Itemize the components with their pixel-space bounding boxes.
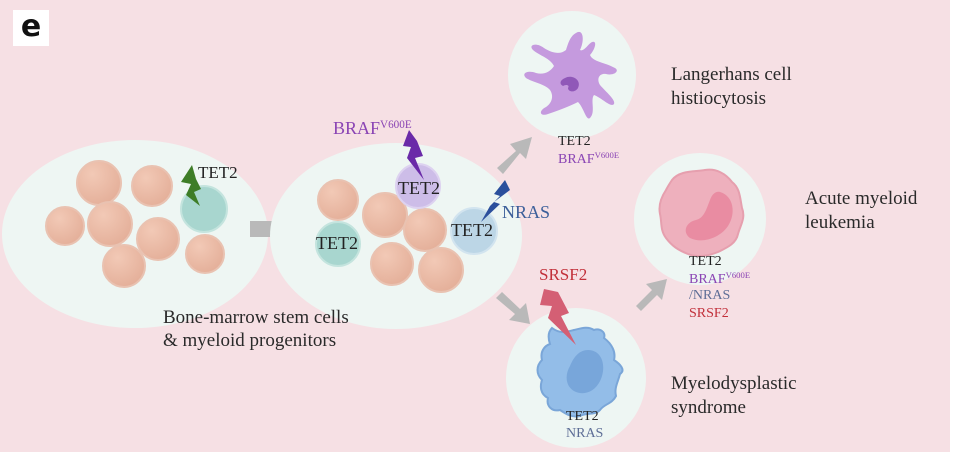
progenitor-cell <box>45 206 85 246</box>
progenitor-cell <box>87 201 133 247</box>
lch-braf-variant: V600E <box>594 150 620 160</box>
stem-cells-label-line2: & myeloid progenitors <box>163 330 337 351</box>
braf-mutant-cell <box>395 163 441 209</box>
langerhans-cell-icon <box>524 31 617 119</box>
progenitor-cell <box>418 247 464 293</box>
progenitor-cell <box>131 165 173 207</box>
tet2-mutation-label: TET2 <box>198 163 238 182</box>
progenitor-cell <box>136 217 180 261</box>
mds-title-line2: syndrome <box>671 397 746 418</box>
lch-title-line2: histiocytosis <box>671 88 767 109</box>
progenitor-cell <box>185 234 225 274</box>
lch-gene-braf: BRAFV600E <box>558 151 619 167</box>
aml-blast-cell-icon <box>658 168 745 258</box>
aml-nucleus <box>685 191 733 241</box>
arrow-icon <box>496 292 530 324</box>
tet2-cell-label: TET2 <box>316 233 358 253</box>
nras-mutant-cell <box>450 207 498 255</box>
cells-stage2 <box>315 163 498 293</box>
tet2-lightning-bolt-icon <box>181 165 201 206</box>
lch-title-line1: Langerhans cell <box>671 64 792 85</box>
nras-mutation-label: NRAS <box>502 202 551 222</box>
aml-gene-braf: BRAFV600E <box>689 271 750 287</box>
aml-braf-variant: V600E <box>725 270 751 280</box>
aml-braf-gene: BRAF <box>689 271 726 287</box>
lch-nucleus <box>560 76 579 92</box>
aml-title-line2: leukemia <box>805 212 875 233</box>
braf-variant: V600E <box>380 118 412 131</box>
lch-gene-tet2: TET2 <box>558 134 591 149</box>
braf-cell-tet2-label: TET2 <box>398 178 440 198</box>
progenitor-cell <box>403 208 447 252</box>
arrow-icon <box>497 137 532 174</box>
progenitor-cell <box>370 242 414 286</box>
aml-gene-srsf2: SRSF2 <box>689 306 729 321</box>
aml-title-line1: Acute myeloid <box>805 188 918 209</box>
nras-cell-tet2-label: TET2 <box>451 220 493 240</box>
mds-nucleus <box>566 350 604 394</box>
braf-lightning-bolt-icon <box>403 130 424 180</box>
arrow-icon <box>636 279 667 311</box>
tet2-mutant-cell <box>315 221 361 267</box>
progenitor-cell <box>362 192 408 238</box>
aml-gene-nras: /NRAS <box>689 288 731 303</box>
braf-mutation-label: BRAFV600E <box>333 119 412 137</box>
srsf2-mutation-label: SRSF2 <box>539 265 588 284</box>
aml-gene-tet2: TET2 <box>689 254 722 269</box>
panel-letter: e <box>13 10 49 46</box>
mds-gene-tet2: TET2 <box>566 409 599 424</box>
braf-gene: BRAF <box>333 118 381 138</box>
progenitor-cell <box>317 179 359 221</box>
mds-title-line1: Myelodysplastic <box>671 373 797 394</box>
nras-lightning-bolt-icon <box>481 180 510 222</box>
srsf2-lightning-bolt-icon <box>540 289 576 345</box>
lch-braf-gene: BRAF <box>558 151 595 167</box>
progenitor-cell <box>102 244 146 288</box>
mds-gene-nras: NRAS <box>566 426 604 441</box>
stem-cells-label-line1: Bone-marrow stem cells <box>163 307 349 328</box>
progenitor-cell <box>76 160 122 206</box>
